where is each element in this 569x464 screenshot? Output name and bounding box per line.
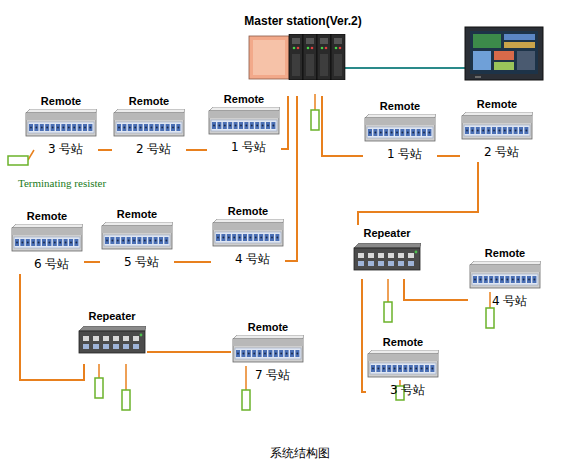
remote-io-unit xyxy=(364,114,436,142)
module-label: Remote xyxy=(112,93,186,109)
terminating-resistor xyxy=(95,364,103,398)
module-label: Repeater xyxy=(77,308,147,324)
remote-node: Remote 2 号站 xyxy=(460,96,534,162)
remote-io-unit xyxy=(11,224,83,252)
remote-node: Remote 5 号站 xyxy=(100,206,174,272)
station-number: 7 号站 xyxy=(231,367,305,383)
station-number: 1 号站 xyxy=(363,146,437,162)
terminating-resistor xyxy=(242,366,250,410)
remote-node: Remote 1 号站 xyxy=(207,91,281,157)
remote-io-unit xyxy=(232,335,304,363)
network-cable xyxy=(174,261,211,263)
network-cable xyxy=(20,274,84,380)
network-cable xyxy=(322,96,363,156)
plc-rack xyxy=(248,34,346,80)
remote-node: Remote 1 号站 xyxy=(363,98,437,164)
module-label: Remote xyxy=(468,245,542,261)
remote-io-unit xyxy=(212,219,284,247)
remote-io-unit xyxy=(25,109,97,137)
figure-caption: 系统结构图 xyxy=(270,445,330,462)
module-label: Remote xyxy=(10,208,84,224)
module-label: Remote xyxy=(207,91,281,107)
remote-node: Remote 4 号站 xyxy=(468,245,542,311)
network-cable xyxy=(437,155,460,157)
repeater-unit xyxy=(78,326,146,354)
station-title: Master station(Ver.2) xyxy=(230,12,376,30)
module-label: Remote xyxy=(460,96,534,112)
station-number: 1 号站 xyxy=(207,139,281,155)
hmi-panel xyxy=(465,27,543,80)
remote-node: Remote 2 号站 xyxy=(112,93,186,159)
station-number: 2 号站 xyxy=(460,144,534,160)
module-label: Remote xyxy=(231,319,305,335)
remote-node: Remote 6 号站 xyxy=(10,208,84,274)
module-label: Remote xyxy=(363,98,437,114)
station-number: 5 号站 xyxy=(100,254,174,270)
remote-io-unit xyxy=(469,261,541,289)
network-cable xyxy=(404,279,468,300)
station-number: 6 号站 xyxy=(10,256,84,272)
terminating-resistor xyxy=(311,94,319,130)
master-node: Master station(Ver.2) xyxy=(230,12,376,96)
remote-io-unit xyxy=(113,109,185,137)
network-cable xyxy=(358,162,478,225)
annotation-label: Terminating resister xyxy=(18,177,106,189)
remote-io-unit xyxy=(367,350,439,378)
network-cable xyxy=(147,351,231,353)
module-label: Remote xyxy=(24,93,98,109)
remote-io-unit xyxy=(461,112,533,140)
remote-io-unit xyxy=(101,222,173,250)
module-label: Remote xyxy=(366,334,440,350)
repeater-node: Repeater xyxy=(352,225,422,279)
network-cable xyxy=(186,149,207,151)
module-label: Remote xyxy=(100,206,174,222)
repeater-unit xyxy=(353,243,421,271)
station-number: 2 号站 xyxy=(112,141,186,157)
network-cable xyxy=(285,96,297,261)
station-number: 3 号站 xyxy=(366,382,440,398)
remote-node: Remote 3 号站 xyxy=(24,93,98,159)
repeater-node: Repeater xyxy=(77,308,147,364)
station-number: 4 号站 xyxy=(468,293,542,309)
module-label: Repeater xyxy=(352,225,422,241)
module-label: Remote xyxy=(211,203,285,219)
station-number: 4 号站 xyxy=(211,251,285,267)
remote-node: Remote 4 号站 xyxy=(211,203,285,269)
station-number: 3 号站 xyxy=(24,141,98,157)
network-cable xyxy=(84,261,100,263)
terminating-resistor xyxy=(122,364,130,410)
hmi-cable xyxy=(345,67,466,69)
remote-node: Remote 3 号站 xyxy=(366,334,440,400)
terminating-resistor xyxy=(8,150,34,165)
terminating-resistor xyxy=(384,279,392,322)
network-cable xyxy=(362,279,366,392)
network-cable xyxy=(98,149,112,151)
network-cable xyxy=(281,96,288,149)
remote-io-unit xyxy=(208,107,280,135)
remote-node: Remote 7 号站 xyxy=(231,319,305,385)
